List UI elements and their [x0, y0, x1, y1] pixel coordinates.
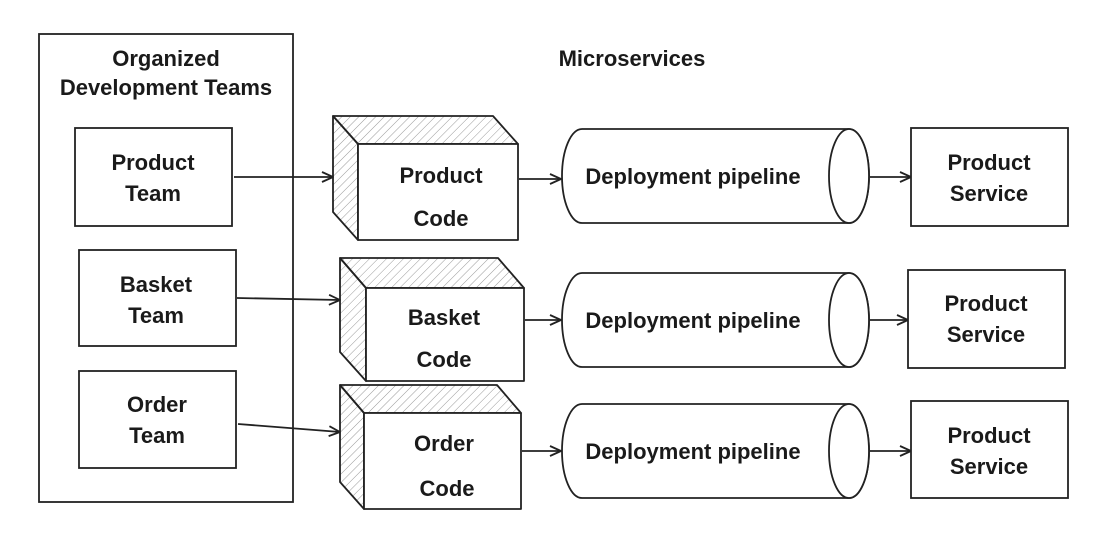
code-cube-basket: Basket Code: [339, 257, 525, 382]
code-label-line2: Code: [420, 476, 475, 501]
team-label-line2: Team: [128, 303, 184, 328]
service-box: Product Service: [907, 269, 1066, 369]
deployment-pipeline-cylinder: Deployment pipeline: [561, 272, 870, 368]
team-label-line1: Basket: [120, 272, 193, 297]
pipeline-label: Deployment pipeline: [585, 308, 800, 333]
team-label-line2: Team: [125, 181, 181, 206]
team-label-line1: Order: [127, 392, 187, 417]
deployment-pipeline-cylinder: Deployment pipeline: [561, 128, 870, 224]
service-label-line2: Service: [950, 181, 1028, 206]
team-box-order: Order Team: [78, 370, 237, 469]
service-box: Product Service: [910, 127, 1069, 227]
arrow-team-to-code: [236, 293, 341, 306]
team-box-product: Product Team: [74, 127, 233, 227]
pipeline-label: Deployment pipeline: [585, 164, 800, 189]
service-label-line2: Service: [950, 454, 1028, 479]
code-cube-product: Product Code: [332, 115, 519, 241]
teams-container-title-line1: Organized: [112, 46, 220, 71]
team-label-line1: Product: [111, 150, 195, 175]
service-label-line1: Product: [947, 150, 1031, 175]
team-box-basket: Basket Team: [78, 249, 237, 347]
service-box: Product Service: [910, 400, 1069, 499]
deployment-pipeline-cylinder: Deployment pipeline: [561, 403, 870, 499]
code-label-line1: Basket: [408, 305, 481, 330]
pipeline-label: Deployment pipeline: [585, 439, 800, 464]
service-label-line2: Service: [947, 322, 1025, 347]
arrow-team-to-code: [237, 423, 341, 437]
code-cube-order: Order Code: [339, 384, 522, 510]
service-label-line1: Product: [947, 423, 1031, 448]
microservices-title: Microservices: [559, 46, 706, 71]
code-label-line1: Product: [399, 163, 483, 188]
code-label-line1: Order: [414, 431, 474, 456]
service-label-line1: Product: [944, 291, 1028, 316]
code-label-line2: Code: [414, 206, 469, 231]
code-label-line2: Code: [417, 347, 472, 372]
team-label-line2: Team: [129, 423, 185, 448]
teams-container-title-line2: Development Teams: [60, 75, 272, 100]
